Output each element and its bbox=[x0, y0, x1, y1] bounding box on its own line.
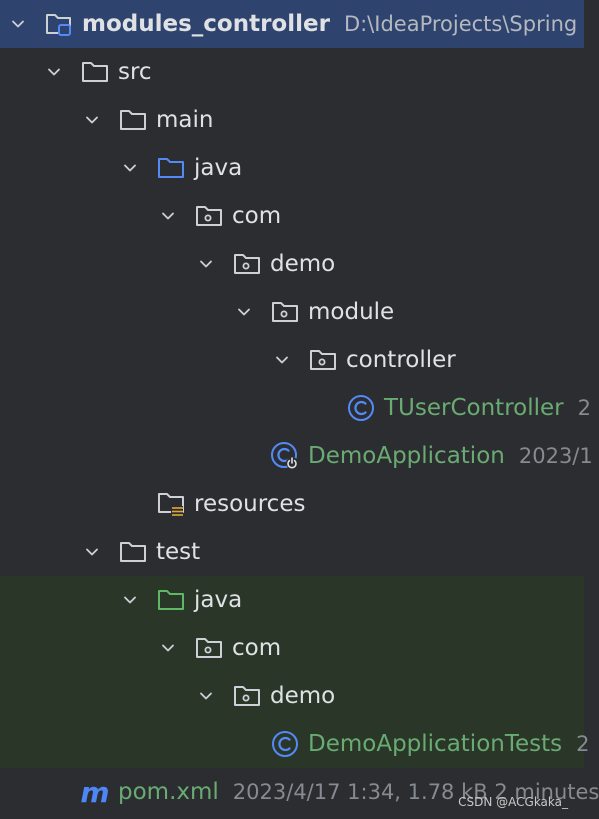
chevron-down-icon[interactable] bbox=[194, 252, 218, 276]
chevron-down-icon[interactable] bbox=[118, 588, 142, 612]
file-meta: 2 bbox=[577, 396, 591, 420]
package-icon bbox=[232, 683, 262, 709]
chevron-down-icon[interactable] bbox=[156, 636, 180, 660]
package-label: controller bbox=[346, 347, 456, 373]
maven-icon-letter: m bbox=[80, 775, 110, 809]
tree-row-pom[interactable]: m pom.xml 2023/4/17 1:34, 1.78 kB 2 minu… bbox=[0, 768, 599, 816]
folder-icon bbox=[118, 107, 148, 133]
package-icon bbox=[308, 347, 338, 373]
folder-label: src bbox=[118, 59, 152, 85]
tree-row-test-demo[interactable]: demo bbox=[0, 672, 584, 720]
package-icon bbox=[270, 299, 300, 325]
tree-row-module-root[interactable]: modules_controller D:\IdeaProjects\Sprin… bbox=[0, 0, 584, 48]
source-root-folder-icon bbox=[156, 155, 186, 181]
chevron-down-icon[interactable] bbox=[194, 684, 218, 708]
chevron-down-icon[interactable] bbox=[6, 12, 30, 36]
tree-row-test[interactable]: test bbox=[0, 528, 584, 576]
folder-label: main bbox=[156, 107, 214, 133]
resources-folder-icon bbox=[156, 491, 186, 517]
chevron-down-icon[interactable] bbox=[42, 60, 66, 84]
module-folder-icon bbox=[44, 11, 74, 37]
maven-icon: m bbox=[80, 776, 110, 809]
package-icon bbox=[232, 251, 262, 277]
watermark: CSDN @ACGkaka_ bbox=[458, 795, 568, 809]
package-icon bbox=[194, 635, 224, 661]
chevron-down-icon[interactable] bbox=[270, 348, 294, 372]
tree-row-test-java[interactable]: java bbox=[0, 576, 584, 624]
package-label: com bbox=[232, 203, 282, 229]
folder-label: java bbox=[194, 155, 243, 181]
folder-icon bbox=[118, 539, 148, 565]
package-label: module bbox=[308, 299, 395, 325]
chevron-down-icon[interactable] bbox=[118, 156, 142, 180]
tree-row-src[interactable]: src bbox=[0, 48, 584, 96]
chevron-down-icon[interactable] bbox=[156, 204, 180, 228]
test-root-folder-icon bbox=[156, 587, 186, 613]
tree-row-main[interactable]: main bbox=[0, 96, 584, 144]
file-meta: 2023/4/17 1:34, 1.78 kB 2 minutes bbox=[232, 780, 599, 804]
tree-row-demo-application-tests[interactable]: DemoApplicationTests 2 bbox=[0, 720, 590, 768]
file-label: pom.xml bbox=[118, 779, 219, 805]
package-label: demo bbox=[270, 251, 336, 277]
tree-row-main-demo[interactable]: demo bbox=[0, 240, 584, 288]
folder-label: resources bbox=[194, 491, 306, 517]
test-scope-highlight bbox=[0, 576, 584, 768]
file-meta: 2 bbox=[576, 732, 590, 756]
package-icon bbox=[194, 203, 224, 229]
tree-row-controller[interactable]: controller bbox=[0, 336, 584, 384]
package-label: demo bbox=[270, 683, 336, 709]
folder-icon bbox=[80, 59, 110, 85]
module-name: modules_controller bbox=[82, 11, 330, 37]
chevron-down-icon[interactable] bbox=[232, 300, 256, 324]
tree-row-test-com[interactable]: com bbox=[0, 624, 584, 672]
class-label: TUserController bbox=[384, 395, 564, 421]
tree-row-main-com[interactable]: com bbox=[0, 192, 584, 240]
spring-boot-class-icon bbox=[270, 442, 300, 469]
class-icon bbox=[270, 731, 300, 757]
tree-row-demo-application[interactable]: DemoApplication 2023/1 bbox=[0, 432, 593, 480]
class-icon bbox=[346, 395, 376, 421]
class-label: DemoApplicationTests bbox=[308, 731, 563, 757]
class-label: DemoApplication bbox=[308, 443, 505, 469]
folder-label: test bbox=[156, 539, 201, 565]
file-meta: 2023/1 bbox=[518, 444, 593, 468]
chevron-down-icon[interactable] bbox=[80, 540, 104, 564]
chevron-down-icon[interactable] bbox=[80, 108, 104, 132]
package-label: com bbox=[232, 635, 282, 661]
folder-label: java bbox=[194, 587, 243, 613]
tree-row-main-java[interactable]: java bbox=[0, 144, 584, 192]
tree-row-resources[interactable]: resources bbox=[0, 480, 584, 528]
tree-row-tuser-controller[interactable]: TUserController 2 bbox=[0, 384, 591, 432]
tree-row-module[interactable]: module bbox=[0, 288, 584, 336]
module-path: D:\IdeaProjects\Spring bbox=[343, 12, 578, 36]
